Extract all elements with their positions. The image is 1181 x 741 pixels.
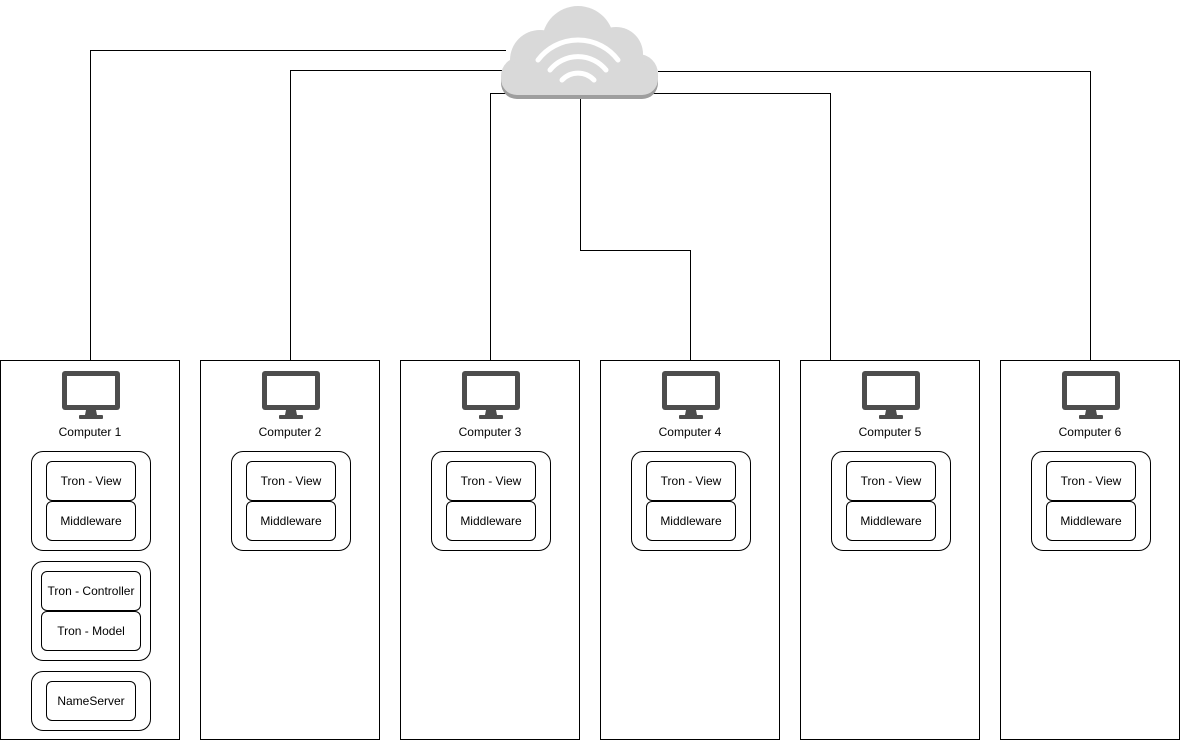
connection-computer-2 — [290, 70, 502, 360]
software-component: Tron - View — [246, 461, 336, 501]
software-component: Middleware — [246, 501, 336, 541]
component-group: NameServer — [31, 671, 151, 731]
monitor-icon — [61, 370, 121, 420]
monitor-icon — [861, 370, 921, 420]
connection-computer-6 — [658, 71, 1091, 360]
computer-label: Computer 4 — [658, 425, 722, 439]
computer-label: Computer 6 — [1058, 425, 1122, 439]
software-component: Middleware — [446, 501, 536, 541]
monitor-icon — [1061, 370, 1121, 420]
computer-label: Computer 2 — [258, 425, 322, 439]
software-component: NameServer — [46, 681, 136, 721]
monitor-icon — [461, 370, 521, 420]
software-component: Tron - Model — [41, 611, 141, 651]
computer-label: Computer 5 — [858, 425, 922, 439]
software-component: Tron - Controller — [41, 571, 141, 611]
cloud-wifi-icon — [501, 6, 658, 99]
software-component: Tron - View — [846, 461, 936, 501]
connection-computer-1 — [90, 50, 506, 360]
monitor-icon — [661, 370, 721, 420]
computer-label: Computer 1 — [58, 425, 122, 439]
software-component: Middleware — [846, 501, 936, 541]
software-component: Tron - View — [1046, 461, 1136, 501]
software-component: Middleware — [1046, 501, 1136, 541]
connection-computer-4 — [580, 98, 691, 360]
connection-computer-5 — [638, 93, 831, 360]
computer-label: Computer 3 — [458, 425, 522, 439]
monitor-icon — [261, 370, 321, 420]
software-component: Middleware — [646, 501, 736, 541]
software-component: Tron - View — [46, 461, 136, 501]
software-component: Tron - View — [646, 461, 736, 501]
software-component: Middleware — [46, 501, 136, 541]
software-component: Tron - View — [446, 461, 536, 501]
connection-computer-3 — [490, 93, 520, 360]
